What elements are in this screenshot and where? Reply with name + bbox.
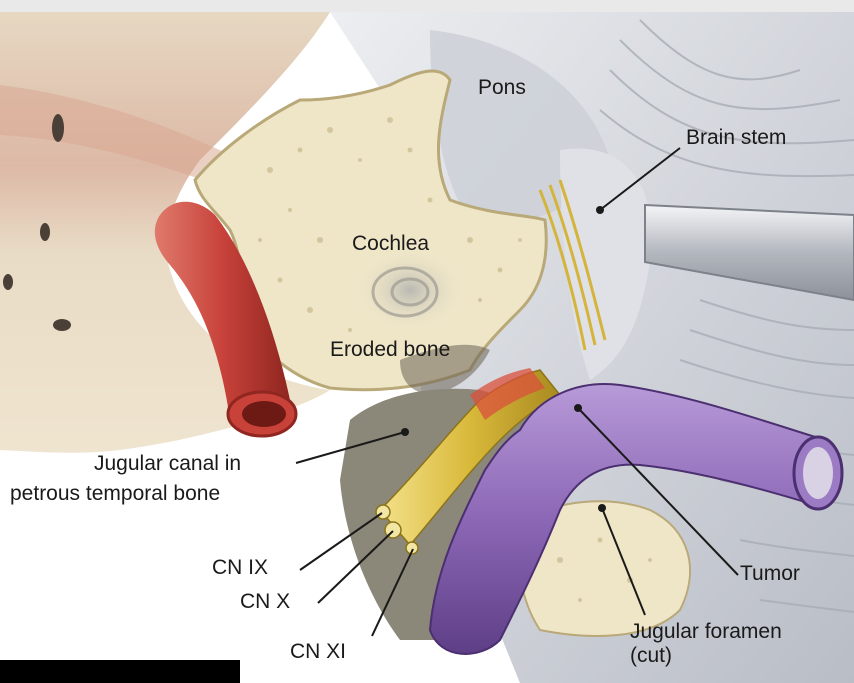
label-pons: Pons <box>478 76 526 100</box>
label-jugular-foramen-line2: (cut) <box>630 644 782 668</box>
label-brain-stem: Brain stem <box>686 126 786 150</box>
top-strip <box>0 0 854 12</box>
label-petrous-temporal-bone: petrous temporal bone <box>10 482 220 506</box>
label-jugular-foramen: Jugular foramen (cut) <box>630 620 782 668</box>
black-bar <box>0 660 240 683</box>
label-tumor: Tumor <box>740 562 800 586</box>
label-cn-ix: CN IX <box>212 556 268 580</box>
label-eroded-bone: Eroded bone <box>330 338 450 362</box>
label-jugular-canal-line1: Jugular canal in <box>94 452 241 476</box>
label-cn-x: CN X <box>240 590 290 614</box>
label-cn-xi: CN XI <box>290 640 346 664</box>
label-jugular-foramen-line1: Jugular foramen <box>630 620 782 644</box>
label-cochlea: Cochlea <box>352 232 429 256</box>
label-jugular-canal: Jugular canal in <box>94 452 241 476</box>
